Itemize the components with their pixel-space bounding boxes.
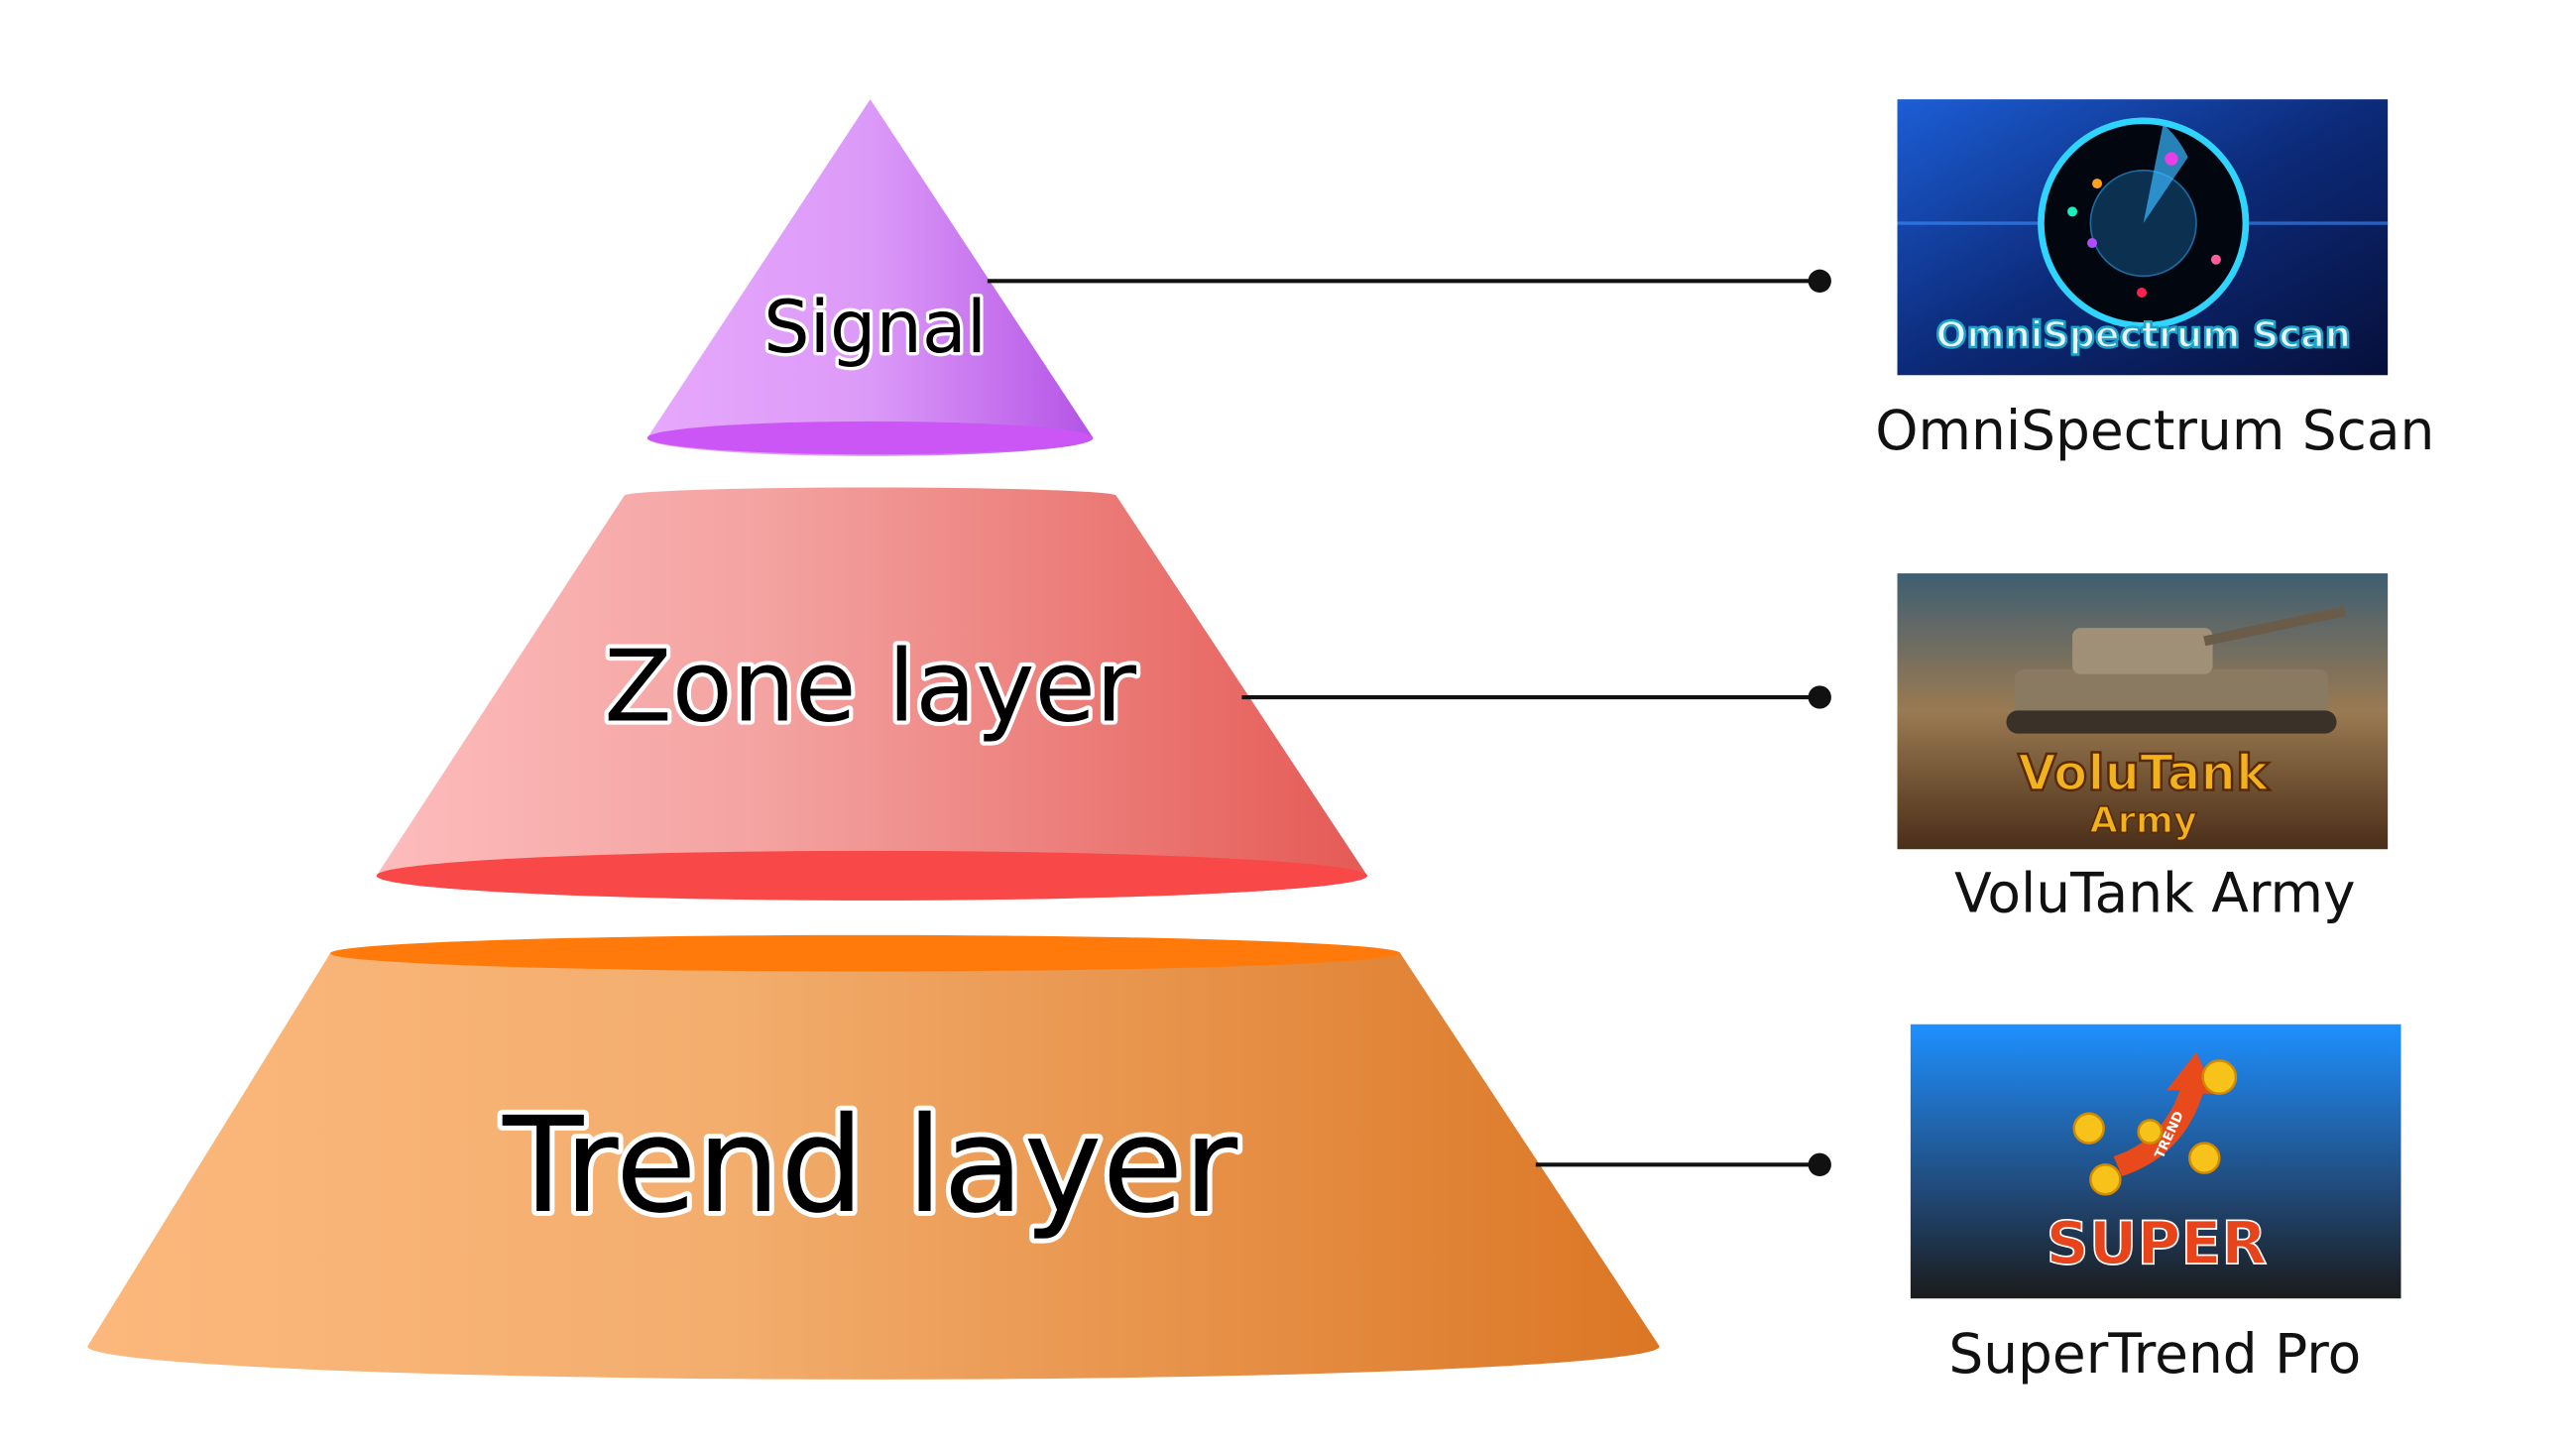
caption-volutank-army: VoluTank Army: [1954, 862, 2355, 925]
omnispectrum-logo-text: OmniSpectrum Scan: [1935, 313, 2351, 356]
caption-supertrend-pro: SuperTrend Pro: [1948, 1322, 2361, 1386]
layer-label-trend: Trend layer: [502, 1089, 1237, 1243]
volutank-logo-text: VoluTank: [2018, 744, 2271, 801]
trend-arrow-icon: [2113, 1052, 2216, 1176]
supertrend-pro-image: TREND SUPER: [1910, 1024, 2401, 1299]
connector-zone: [1241, 685, 1831, 709]
trend-rim: [330, 934, 1401, 972]
supertrend-logo-text: SUPER: [2047, 1209, 2268, 1278]
layer-label-zone: Zone layer: [604, 628, 1137, 744]
pyramid-layer-zone: Zone layer: [376, 487, 1367, 901]
connector-signal: [987, 269, 1831, 294]
coin-icons: [2072, 1059, 2238, 1196]
caption-omnispectrum-scan: OmniSpectrum Scan: [1875, 399, 2434, 462]
zone-rim: [376, 850, 1367, 901]
volutank-army-image: VoluTank Army: [1897, 573, 2389, 850]
layer-label-signal: Signal: [763, 286, 987, 370]
omnispectrum-scan-image: OmniSpectrum Scan: [1897, 99, 2389, 376]
pyramid-layer-trend: Trend layer: [87, 934, 1660, 1380]
tank-icon: [2006, 606, 2346, 734]
volutank-logo-subtext: Army: [2089, 799, 2197, 842]
signal-rim: [646, 421, 1094, 455]
pyramid-layer-signal: Signal: [646, 99, 1094, 456]
connector-trend: [1535, 1152, 1831, 1176]
